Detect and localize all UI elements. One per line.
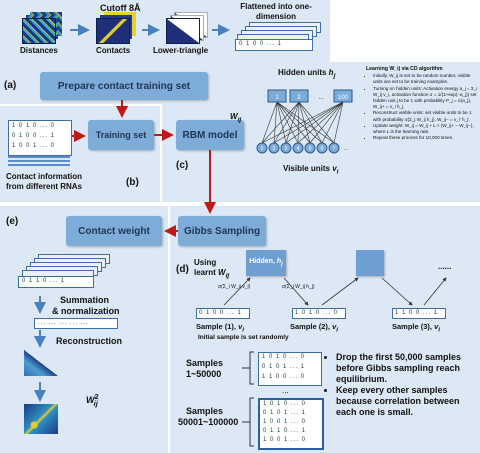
contact-info-caption-2: from different RNAs xyxy=(6,182,83,191)
reconstruction-label: Reconstruction xyxy=(56,336,123,346)
cd-step-4: Update weight: W_ij = W_ij + L × (W_ij+ … xyxy=(373,123,478,135)
samples-b-label-1: Samples xyxy=(186,406,224,416)
sample-3-vector: 1 1 0 0 ... 1 xyxy=(392,308,446,319)
training-matrix: 1 0 1 0 ... 0 0 1 0 0 ... 1 1 0 0 1 ... … xyxy=(8,120,72,156)
gibbs-note-2: Keep every other samples because correla… xyxy=(336,385,476,418)
hidden-box-1-text: Hidden, hj xyxy=(249,258,283,268)
contacts-label: Contacts xyxy=(96,46,131,55)
flatten-label: Flattened into one-dimension xyxy=(240,2,312,21)
prepare-training-set-box: Prepare contact training set xyxy=(40,72,208,100)
cd-algorithm-title: Learning W_ij via CD algorithm xyxy=(366,66,443,72)
contact-weight-box: Contact weight xyxy=(66,216,162,246)
distances-heatmap xyxy=(22,12,62,44)
cd-step-3: Reconstruct visible units: set visible u… xyxy=(373,110,478,122)
panel-d-label: (d) xyxy=(176,264,189,275)
contacts-map xyxy=(96,12,136,44)
training-set-box: Training set xyxy=(88,120,154,150)
formula-hidden: σ(Σ_i W_ij v_i) xyxy=(218,284,251,290)
gibbs-notes: Drop the first 50,000 samples before Gib… xyxy=(326,352,476,418)
initial-random-label: Initial sample is set randomly xyxy=(198,334,289,341)
stack-vector-values: 0 1 1 0 ... 1 xyxy=(22,278,66,284)
training-row-2: 0 1 0 0 ... 1 xyxy=(12,133,56,139)
sample-stack: 0 1 1 0 ... 1 xyxy=(14,254,114,290)
sample-3-label: Sample (3), vi xyxy=(392,322,441,334)
summed-vector-values: ... ... ... ... ... xyxy=(38,320,89,326)
training-row-3: 1 0 0 1 ... 0 xyxy=(12,143,56,149)
panel-b-label: (b) xyxy=(126,177,139,188)
rbm-model-box: RBM model xyxy=(176,120,244,150)
contact-info-caption-1: Contact information xyxy=(6,172,82,181)
sample-2-label: Sample (2), vi xyxy=(290,322,339,334)
sample-1-vector: 0 1 0 0 ... 1 xyxy=(196,308,250,319)
matrix-ellipsis: ... xyxy=(282,386,289,395)
flattened-vector-stack: 0 1 0 0 ... 1 xyxy=(235,22,325,56)
normalization-label: & normalization xyxy=(52,306,120,316)
wij2-label: W2ij xyxy=(86,392,99,408)
samples-a-matrix: 1 0 1 0 ... 0 0 1 0 1 ... 1 1 1 0 0 ... … xyxy=(258,352,322,386)
sample-2-vector: 1 0 1 0 ... 0 xyxy=(292,308,346,319)
cd-step-5: Repeat these process for 10,000 times. xyxy=(373,135,478,141)
samples-a-label-1: Samples xyxy=(186,358,224,368)
samples-b-label-2: 50001~100000 xyxy=(178,417,239,427)
summation-label: Summation xyxy=(60,295,110,305)
panel-a-label: (a) xyxy=(4,80,17,91)
hidden-units-label: Hidden units hj xyxy=(278,68,336,80)
panel-e-label: (e) xyxy=(6,216,19,227)
flattened-vector-values: 0 1 0 0 ... 1 xyxy=(239,41,283,47)
samples-a-label-2: 1~50000 xyxy=(186,369,222,379)
using-label: Using xyxy=(194,258,217,267)
cd-step-2: Turning on hidden units: Activation ener… xyxy=(373,86,478,111)
training-row-1: 1 0 1 0 ... 0 xyxy=(12,123,56,129)
lower-triangle-map xyxy=(166,12,208,44)
contact-weight-heatmap xyxy=(24,404,58,434)
panel-d-background xyxy=(170,206,480,453)
reconstructed-triangle xyxy=(24,350,58,376)
distances-label: Distances xyxy=(20,46,58,55)
lower-triangle-label: Lower-triangle xyxy=(153,46,209,55)
learnt-wij-label: learnt Wij xyxy=(194,268,230,280)
gibbs-sampling-box: Gibbs Sampling xyxy=(178,216,266,246)
hidden-sample-box-1: Hidden, hj xyxy=(246,250,286,276)
cd-step-1: Initially, W_ij is set to be random numb… xyxy=(373,73,478,85)
cutoff-label: Cutoff 8Å xyxy=(100,3,141,13)
gibbs-note-1: Drop the first 50,000 samples before Gib… xyxy=(336,352,476,385)
sample-1-label: Sample (1), vi xyxy=(196,322,245,334)
samples-b-matrix: 1 0 1 0 ... 0 0 1 0 1 ... 1 1 0 0 1 ... … xyxy=(258,398,324,450)
summed-vector: ... ... ... ... ... xyxy=(34,318,118,329)
hidden-sample-box-2 xyxy=(356,250,384,276)
formula-visible: σ(Σ_j W_ij h_j) xyxy=(282,284,315,290)
panel-c-label: (c) xyxy=(176,160,189,171)
cd-algorithm-text: Learning W_ij via CD algorithm Initially… xyxy=(366,66,478,141)
dots-label: ...... xyxy=(438,262,452,271)
training-matrix-stripes xyxy=(8,156,70,168)
weight-label: Wij xyxy=(230,112,242,124)
visible-units-label: Visible units vi xyxy=(283,164,339,176)
